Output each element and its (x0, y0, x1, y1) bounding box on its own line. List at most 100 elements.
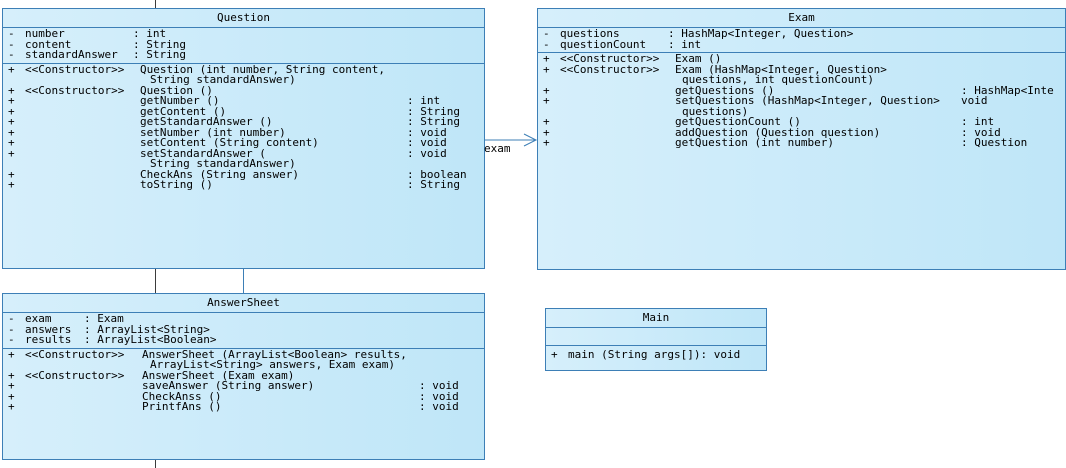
attribute-name: content (25, 37, 72, 51)
visibility-marker: + (8, 83, 15, 97)
operation-row: String standardAnswer) (3, 157, 484, 170)
connector-bottom (155, 459, 156, 468)
operation-return-type: void (961, 94, 988, 107)
operation-return-type: : Question (961, 136, 1028, 149)
visibility-marker: + (543, 83, 550, 97)
operation-signature: getStandardAnswer () (140, 115, 273, 128)
operation-row: +<<Constructor>>Question (int number, St… (3, 62, 484, 76)
attribute-name: questions (560, 27, 620, 40)
visibility-marker: + (8, 389, 15, 403)
operation-row: + main (String args[]): void (546, 348, 766, 361)
operation-row: + getNumber () : int (3, 94, 484, 107)
association-label: exam (484, 142, 511, 155)
operation-row: + <<Constructor>> Question () (3, 83, 484, 97)
class-name: Exam (538, 9, 1065, 28)
operation-row: +setNumber (int number): void (3, 125, 484, 139)
visibility-marker: + (551, 348, 558, 361)
operations-section: +<<Constructor>>Exam ()+<<Constructor>>E… (538, 53, 1065, 151)
operation-signature: String standardAnswer) (150, 157, 296, 170)
operation-signature: getQuestion (int number) (675, 136, 834, 149)
operation-signature: setNumber (int number) (140, 125, 286, 139)
stereotype: <<Constructor>> (25, 347, 125, 361)
operation-signature: PrintfAns () (142, 400, 222, 413)
operation-return-type: : String (407, 178, 460, 191)
operations-section: + <<Constructor>> Question (int number, St… (3, 64, 484, 193)
operation-row: +CheckAns (String answer): boolean (3, 167, 484, 181)
visibility-marker: + (8, 400, 15, 413)
stereotype: <<Constructor>> (25, 83, 125, 97)
stereotype: <<Constructor>> (560, 52, 660, 65)
class-main[interactable]: Main +main (String args[]): void (545, 308, 767, 371)
attribute-row: -questionCount: int (538, 37, 1065, 51)
visibility-marker: + (8, 115, 15, 128)
class-answersheet[interactable]: AnswerSheet -exam: Exam-answers: ArrayLi… (2, 293, 485, 460)
operations-section: + main (String args[]): void (546, 346, 766, 363)
operation-return-type: : int (961, 115, 995, 128)
attributes-section: -exam: Exam-answers: ArrayList<String>-r… (3, 313, 484, 349)
attribute-type: : String (133, 37, 186, 51)
operation-row: +<<Constructor>>AnswerSheet (Exam exam) (3, 370, 484, 382)
operation-signature: setStandardAnswer ( (140, 146, 266, 160)
operation-signature: setContent (String content) (140, 136, 319, 149)
operation-return-type: : void (407, 146, 447, 160)
visibility-marker: + (543, 52, 550, 65)
operation-signature: getQuestions () (675, 83, 775, 97)
attribute-row: -content : String (3, 37, 484, 51)
operation-return-type: : void (419, 379, 459, 392)
operation-signature: CheckAnss () (142, 389, 222, 403)
visibility-marker: + (8, 379, 15, 392)
connector-answersheet-question-link (243, 268, 244, 293)
class-question[interactable]: Question -number: int-content: String-st… (2, 8, 485, 269)
operation-row: +PrintfAns (): void (3, 400, 484, 413)
operation-signature: Exam (HashMap<Integer, Question> (675, 62, 887, 76)
stereotype: <<Constructor>> (560, 62, 660, 76)
stereotype: <<Constructor>> (25, 62, 125, 76)
attributes-section: -questions: HashMap<Integer, Question>-q… (538, 28, 1065, 53)
visibility-marker: + (8, 94, 15, 107)
attributes-section (546, 328, 766, 346)
operation-row: +getContent (): String (3, 104, 484, 118)
operation-signature: setQuestions (HashMap<Integer, Question> (675, 94, 940, 107)
operation-signature: addQuestion (Question question) (675, 125, 881, 139)
class-exam[interactable]: Exam -questions: HashMap<Integer, Questi… (537, 8, 1066, 270)
attribute-name: questionCount (560, 37, 647, 51)
operation-row: +getQuestionCount (): int (538, 115, 1065, 128)
operation-signature: CheckAns (String answer) (140, 167, 299, 181)
operation-row: + getStandardAnswer () : String (3, 115, 484, 128)
operation-signature: Question (int number, String content, (140, 62, 386, 76)
visibility-marker: + (543, 125, 550, 139)
attribute-row: -results: ArrayList<Boolean> (3, 333, 484, 346)
operation-signature: AnswerSheet (ArrayList<Boolean> results, (142, 347, 407, 361)
class-name: AnswerSheet (3, 294, 484, 313)
visibility-marker: - (8, 37, 15, 51)
visibility-marker: - (8, 322, 15, 336)
operation-return-type: : int (407, 94, 441, 107)
operation-row: + <<Constructor>> Exam (HashMap<Integer, Q… (538, 62, 1065, 76)
attribute-row: -exam: Exam (3, 313, 484, 325)
attribute-type: : HashMap<Integer, Question> (668, 27, 854, 40)
operations-section: + <<Constructor>> AnswerSheet (ArrayList<B… (3, 349, 484, 415)
operation-signature: toString () (140, 178, 213, 191)
operation-row: questions) (538, 104, 1065, 118)
operation-signature: getNumber () (140, 94, 220, 107)
operation-signature: main (String args[]): void (568, 348, 741, 361)
attribute-name: number (25, 27, 65, 40)
visibility-marker: - (8, 27, 15, 40)
operation-signature: saveAnswer (String answer) (142, 379, 315, 392)
connector-top (155, 0, 156, 8)
visibility-marker: - (8, 333, 15, 346)
operation-return-type: : void (961, 125, 1001, 139)
operation-signature: Question () (140, 83, 213, 97)
operation-signature: getContent () (140, 104, 227, 118)
visibility-marker: + (543, 62, 550, 76)
attribute-row: -answers : ArrayList<String> (3, 322, 484, 336)
operation-return-type: : String (407, 115, 460, 128)
connector-question-answersheet (155, 268, 156, 293)
operation-signature: questions) (682, 104, 749, 118)
operation-return-type: : void (407, 136, 447, 149)
operation-row: +<<Constructor>>AnswerSheet (ArrayList<B… (3, 347, 484, 361)
attribute-name: answers (25, 322, 72, 336)
attribute-type: : ArrayList<String> (84, 322, 210, 336)
visibility-marker: + (8, 167, 15, 181)
